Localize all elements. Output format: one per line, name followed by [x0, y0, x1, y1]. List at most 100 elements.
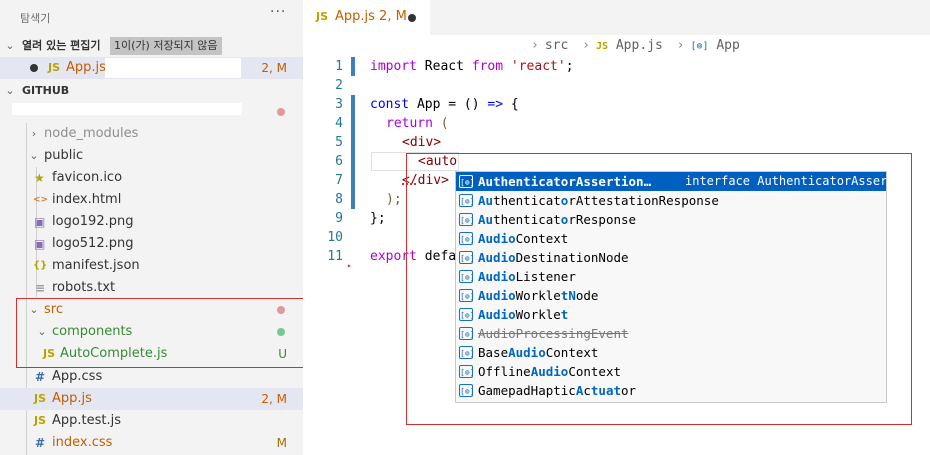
- line-number: 8: [335, 192, 343, 207]
- chevron-right-icon: ›: [31, 127, 37, 140]
- line-number: 2: [335, 78, 343, 93]
- code-line-3: const App = () => {: [370, 97, 519, 112]
- open-editor-status: 2, M: [261, 61, 287, 75]
- code-line-8: );: [386, 192, 402, 207]
- highlight-box: [16, 298, 303, 368]
- code-line-4: return (: [386, 116, 449, 131]
- tab-label: App.js 2, M: [335, 9, 407, 24]
- code-line-5: <div>: [402, 135, 442, 150]
- code-line-9: };: [370, 211, 386, 226]
- line-number: 9: [335, 211, 343, 226]
- error-squiggle: [402, 183, 416, 185]
- editor-tab-bar: JS App.js 2, M: [303, 0, 930, 35]
- suggestion-item[interactable]: [⊚] GamepadHapticActuator: [459, 383, 637, 398]
- tree-item-public[interactable]: ⌄ public: [0, 145, 303, 167]
- suggestion-item[interactable]: [⊚] AuthenticatorResponse: [459, 212, 637, 227]
- symbol-variable-icon: [⊚]: [690, 41, 709, 52]
- redacted-folder-name: [12, 103, 242, 115]
- js-file-icon: JS: [595, 41, 609, 52]
- tree-item-components[interactable]: ⌄ components: [0, 321, 303, 343]
- tree-item-app-test[interactable]: JS App.test.js: [0, 410, 303, 432]
- chevron-down-icon: ⌄: [5, 84, 15, 97]
- breadcrumb-symbol[interactable]: App: [716, 38, 740, 53]
- tree-item-app-js[interactable]: JS App.js 2, M: [0, 388, 303, 410]
- tree-item-index-html[interactable]: <> index.html: [0, 189, 303, 211]
- suggestion-item-deprecated[interactable]: [⊚] AudioProcessingEvent: [459, 326, 629, 341]
- open-editors-label: 열려 있는 편집기: [22, 39, 101, 52]
- tree-item-src[interactable]: ⌄ src: [0, 299, 303, 321]
- unsaved-badge: 1이(가) 저장되지 않음: [110, 37, 222, 55]
- tree-item-label: logo192.png: [52, 214, 134, 229]
- interface-icon: [⊚]: [459, 251, 474, 264]
- more-actions-icon[interactable]: ···: [270, 4, 287, 20]
- tree-item-label: components: [52, 324, 133, 339]
- suggestion-item[interactable]: [⊚] AuthenticatorAttestationResponse: [459, 193, 719, 208]
- interface-icon: [⊚]: [459, 289, 474, 302]
- gutter-change-marker[interactable]: [351, 95, 355, 209]
- suggestion-item[interactable]: [⊚] BaseAudioContext: [459, 345, 599, 360]
- gutter-deleted-marker[interactable]: ▸: [347, 261, 352, 270]
- tree-item-label: logo512.png: [52, 236, 134, 251]
- line-number: 7: [335, 173, 343, 188]
- tree-item-logo512[interactable]: ▣ logo512.png: [0, 233, 303, 255]
- chevron-down-icon: ⌄: [29, 303, 39, 316]
- text-file-icon: ≡: [35, 281, 46, 295]
- tree-item-autocomplete[interactable]: JS AutoComplete.js U: [0, 343, 303, 365]
- line-number: 1: [335, 59, 343, 74]
- line-number: 4: [335, 116, 343, 131]
- tab-app-js[interactable]: JS App.js 2, M: [303, 0, 430, 35]
- autocomplete-suggest-widget[interactable]: [⊚] AuthenticatorAssertion… interface Au…: [455, 171, 895, 403]
- line-number: 3: [335, 97, 343, 112]
- suggestion-item[interactable]: [⊚] AudioWorklet: [459, 307, 569, 322]
- gutter-change-marker[interactable]: [351, 57, 355, 76]
- js-file-icon: JS: [48, 61, 61, 74]
- interface-icon: [⊚]: [459, 232, 474, 245]
- star-icon: ★: [34, 171, 45, 185]
- suggestion-item[interactable]: [⊚] OfflineAudioContext: [459, 364, 622, 379]
- tree-item-label: robots.txt: [52, 280, 116, 295]
- tree-item-logo192[interactable]: ▣ logo192.png: [0, 211, 303, 233]
- open-editors-section[interactable]: ⌄ 열려 있는 편집기 1이(가) 저장되지 않음: [0, 35, 303, 57]
- breadcrumb-folder[interactable]: src: [544, 38, 569, 53]
- indent-guide: [36, 167, 37, 297]
- tree-item-label: App.css: [52, 369, 103, 384]
- chevron-right-icon: ›: [582, 38, 590, 53]
- chevron-down-icon: ⌄: [29, 149, 39, 162]
- modified-dot-icon: [277, 108, 285, 116]
- unsaved-dot-icon[interactable]: [408, 14, 416, 22]
- breadcrumb: ›src ›JS App.js ›[⊚] App: [525, 38, 740, 53]
- suggestion-item[interactable]: [⊚] AudioListener: [459, 269, 576, 284]
- tree-item-label: node_modules: [44, 126, 139, 141]
- interface-icon: [⊚]: [459, 213, 474, 226]
- github-section-label: GITHUB: [22, 84, 70, 97]
- tree-item-node-modules[interactable]: › node_modules: [0, 123, 303, 145]
- tree-item-favicon[interactable]: ★ favicon.ico: [0, 167, 303, 189]
- interface-icon: [⊚]: [459, 308, 474, 321]
- git-status: 2, M: [261, 392, 287, 406]
- current-line-highlight: [371, 152, 459, 171]
- tree-item-manifest[interactable]: {} manifest.json: [0, 255, 303, 277]
- js-file-icon: JS: [34, 392, 47, 405]
- suggestion-item[interactable]: [⊚] AuthenticatorAssertion… interface Au…: [456, 172, 895, 191]
- interface-icon: [⊚]: [459, 270, 474, 283]
- open-editor-filename: App.js: [66, 60, 106, 75]
- indent-guide: [26, 123, 27, 455]
- css-file-icon: #: [35, 436, 46, 450]
- tree-item-app-css[interactable]: # App.css: [0, 366, 303, 388]
- github-section[interactable]: ⌄ GITHUB: [0, 80, 303, 102]
- unsaved-dot-icon[interactable]: [30, 64, 38, 72]
- git-status: M: [276, 436, 287, 450]
- suggestion-item[interactable]: [⊚] AudioContext: [459, 231, 569, 246]
- tree-item-index-css[interactable]: # index.css M: [0, 432, 303, 454]
- tree-item-robots[interactable]: ≡ robots.txt: [0, 277, 303, 299]
- chevron-right-icon: ›: [676, 38, 685, 53]
- breadcrumb-file[interactable]: App.js: [615, 38, 663, 53]
- suggestion-item[interactable]: [⊚] AudioWorkletNode: [459, 288, 599, 303]
- interface-icon: [⊚]: [459, 346, 474, 359]
- suggestion-item[interactable]: [⊚] AudioDestinationNode: [459, 250, 629, 265]
- redacted-area: [105, 58, 241, 78]
- html-file-icon: <>: [33, 195, 49, 205]
- tree-item-label: App.test.js: [52, 413, 122, 428]
- interface-icon: [⊚]: [459, 365, 474, 378]
- git-status: U: [278, 347, 287, 361]
